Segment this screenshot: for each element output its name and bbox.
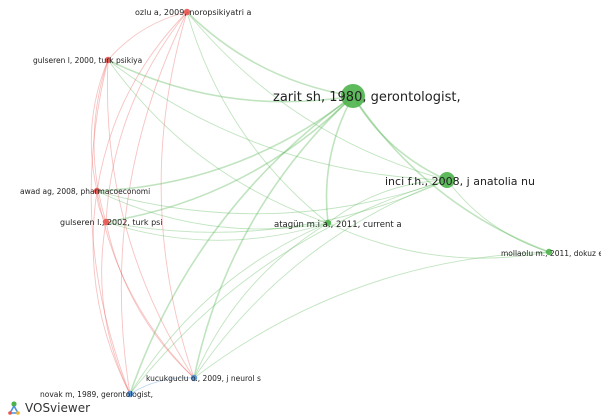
node-label-atagun2011[interactable]: atagün m.i a., 2011, current a <box>274 220 402 230</box>
vosviewer-label: VOSviewer <box>25 401 91 415</box>
node-label-kucukguclu2009[interactable]: kucukguclu o., 2009, j neurol s <box>146 374 261 383</box>
node-atagun2011[interactable] <box>324 219 332 227</box>
node-label-gulseren2000[interactable]: gulseren l, 2000, turk psikiya <box>33 56 142 65</box>
link-zarit1980-inci2008 <box>352 95 448 181</box>
node-layer <box>93 8 553 398</box>
link-ozlu2009-atagun2011 <box>186 11 329 224</box>
link-ozlu2009-awad2008 <box>96 11 188 192</box>
link-ozlu2009-gulseren2002 <box>105 11 188 223</box>
link-ozlu2009-inci2008 <box>186 11 448 181</box>
node-zarit1980[interactable] <box>341 84 365 108</box>
link-inci2008-novak1989 <box>129 179 448 395</box>
link-gulseren2000-zarit1980 <box>107 59 354 103</box>
link-gulseren2002-zarit1980 <box>105 95 354 223</box>
link-zarit1980-atagun2011 <box>325 95 354 224</box>
link-ozlu2009-gulseren2000 <box>107 11 188 61</box>
link-atagun2011-mollaolu2011 <box>327 222 550 259</box>
link-ozlu2009-kucukguclu2009 <box>160 11 195 379</box>
link-atagun2011-novak1989 <box>129 222 329 395</box>
link-gulseren2002-novak1989 <box>101 221 131 395</box>
label-layer: ozlu a, 2009, noropsikiyatri a gulseren l… <box>20 8 601 399</box>
link-awad2008-novak1989 <box>92 190 131 395</box>
node-label-novak1989[interactable]: novak m, 1989, gerontologist, <box>40 390 153 399</box>
link-gulseren2000-novak1989 <box>90 59 131 395</box>
node-label-mollaolu2011[interactable]: mollaolu m., 2011, dokuz eylu <box>501 249 601 258</box>
link-inci2008-kucukguclu2009 <box>193 179 448 379</box>
node-inci2008[interactable] <box>439 172 455 188</box>
link-gulseren2002-kucukguclu2009 <box>105 221 195 379</box>
link-mollaolu2011-kucukguclu2009 <box>193 251 550 379</box>
node-label-zarit1980[interactable]: zarit sh, 1980, gerontologist, <box>273 90 461 105</box>
node-label-awad2008[interactable]: awad ag, 2008, pharmacoeconomi <box>20 187 150 196</box>
link-awad2008-kucukguclu2009 <box>96 190 195 379</box>
link-gulseren2000-gulseren2002 <box>93 59 109 223</box>
link-gulseren2000-kucukguclu2009 <box>107 59 195 379</box>
node-mollaolu2011[interactable] <box>545 248 553 256</box>
node-label-ozlu2009[interactable]: ozlu a, 2009, noropsikiyatri a <box>135 8 251 17</box>
link-zarit1980-novak1989 <box>129 95 354 395</box>
vosviewer-brand: VOSviewer <box>6 399 90 417</box>
link-gulseren2000-awad2008 <box>90 59 109 192</box>
link-ozlu2009-novak1989 <box>120 11 188 395</box>
node-label-gulseren2002[interactable]: gulseren l., 2002, turk psi <box>60 218 163 227</box>
link-inci2008-atagun2011 <box>327 179 448 224</box>
link-kucukguclu2009-novak1989 <box>129 377 195 395</box>
node-label-inci2008[interactable]: inci f.h., 2008, j anatolia nu <box>385 175 535 188</box>
link-gulseren2002-atagun2011 <box>105 221 329 241</box>
node-gulseren2000[interactable] <box>104 56 112 64</box>
link-awad2008-inci2008 <box>96 179 448 215</box>
node-kucukguclu2009[interactable] <box>190 374 198 382</box>
vosviewer-logo-icon <box>8 401 20 415</box>
link-atagun2011-kucukguclu2009 <box>193 222 329 379</box>
link-gulseren2000-inci2008 <box>107 59 448 181</box>
link-zarit1980-kucukguclu2009 <box>193 95 354 379</box>
link-ozlu2009-zarit1980 <box>186 11 354 97</box>
link-gulseren2000-atagun2011 <box>107 59 329 224</box>
link-zarit1980-mollaolu2011 <box>352 95 550 253</box>
node-ozlu2009[interactable] <box>183 8 191 16</box>
link-awad2008-zarit1980 <box>96 95 354 192</box>
node-awad2008[interactable] <box>93 187 101 195</box>
node-gulseren2002[interactable] <box>102 218 110 226</box>
node-novak1989[interactable] <box>126 390 134 398</box>
link-inci2008-mollaolu2011 <box>446 179 550 253</box>
link-gulseren2002-inci2008 <box>105 179 448 233</box>
link-layer <box>90 11 550 395</box>
link-awad2008-atagun2011 <box>96 190 329 230</box>
